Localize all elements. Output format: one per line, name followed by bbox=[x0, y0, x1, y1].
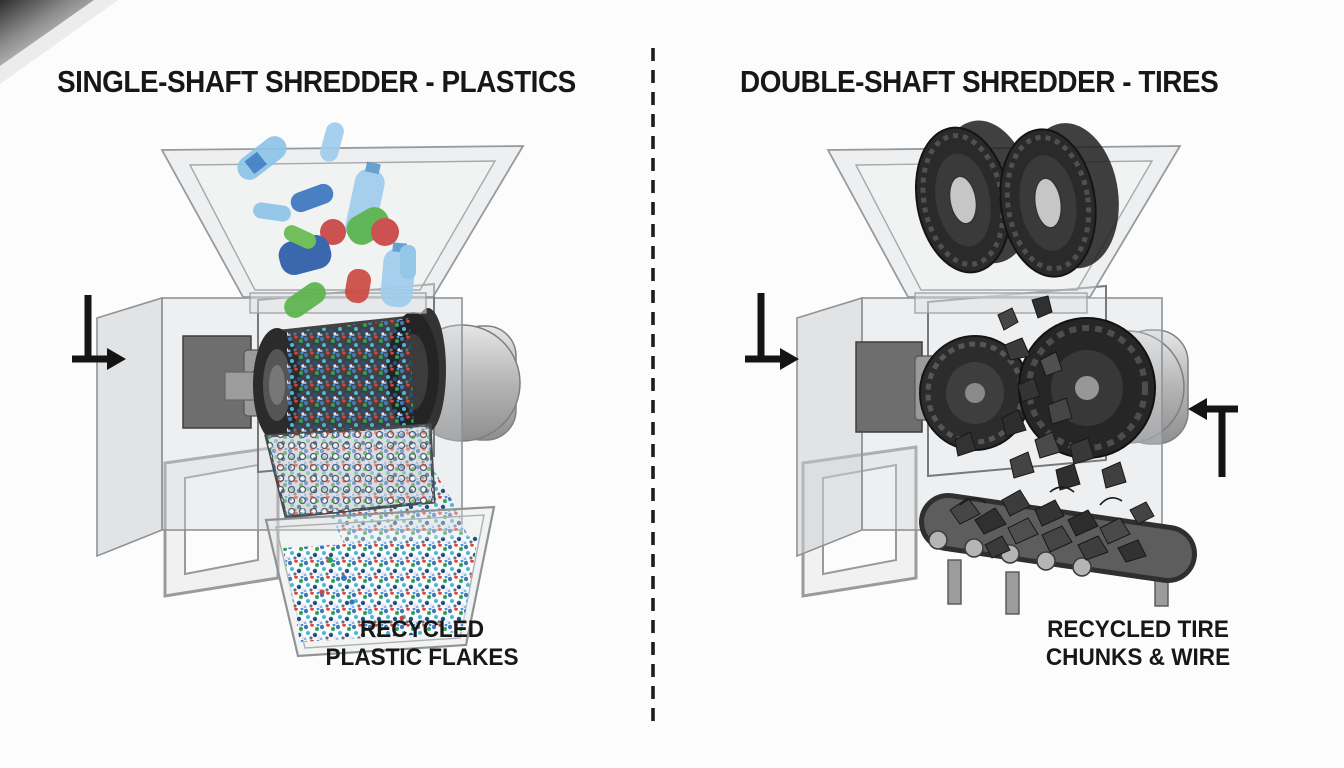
left-panel-title: SINGLE-SHAFT SHREDDER - PLASTICS bbox=[57, 64, 576, 99]
rotation-up-left-arrow-icon bbox=[1188, 398, 1238, 477]
right-output-caption: RECYCLED TIRE CHUNKS & WIRE bbox=[1016, 616, 1260, 672]
corner-fold-decoration-dark bbox=[0, 0, 94, 66]
right-caption-line2: CHUNKS & WIRE bbox=[1045, 644, 1231, 671]
right-panel-title: DOUBLE-SHAFT SHREDDER - TIRES bbox=[740, 64, 1219, 99]
conveyor-rollers bbox=[928, 530, 1092, 577]
tire-chunks bbox=[949, 295, 1155, 563]
left-output-caption: RECYCLED PLASTIC FLAKES bbox=[300, 616, 544, 672]
collection-bin bbox=[264, 505, 496, 658]
single-shaft-rotor bbox=[253, 308, 446, 444]
flake-splashes bbox=[319, 557, 405, 621]
rotor-right bbox=[1018, 317, 1156, 459]
steel-wires bbox=[959, 486, 1123, 506]
flakes-in-bin bbox=[283, 536, 478, 642]
whole-tires-feed bbox=[914, 120, 1119, 278]
tire bbox=[999, 123, 1119, 278]
tire bbox=[914, 120, 1033, 274]
left-caption-line2: PLASTIC FLAKES bbox=[325, 644, 519, 671]
double-shaft-shredder bbox=[745, 120, 1238, 615]
single-shaft-shredder bbox=[72, 122, 525, 658]
machine-stand bbox=[163, 445, 280, 598]
flake-spray-on-rotor bbox=[287, 318, 414, 444]
rotation-down-right-arrow-icon bbox=[745, 293, 799, 370]
right-caption-line1: RECYCLED TIRE bbox=[1047, 616, 1229, 643]
left-caption-line1: RECYCLED bbox=[359, 616, 485, 643]
plastic-bottles-feed bbox=[237, 122, 416, 318]
perforated-screen bbox=[264, 423, 436, 519]
rotation-down-right-arrow-icon bbox=[72, 295, 126, 370]
